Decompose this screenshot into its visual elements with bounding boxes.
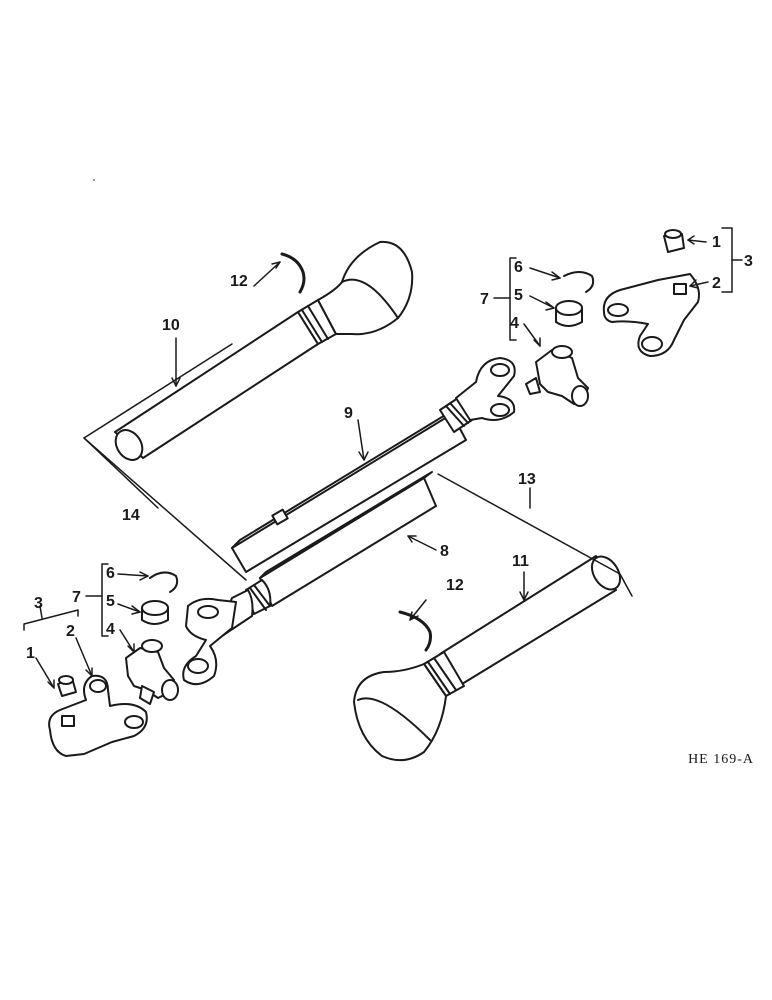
assembly-brackets xyxy=(23,227,743,637)
upper-outer-shaft xyxy=(231,357,516,573)
callout-upper-bearing-cup: 5 xyxy=(514,287,523,304)
lower-inner-shaft xyxy=(182,471,437,686)
lower-bearing-cup xyxy=(141,600,169,625)
lower-snap-ring xyxy=(149,571,179,593)
callout-upper-cross: 4 xyxy=(510,315,519,332)
lower-shield xyxy=(353,555,622,762)
callout-lower-yoke: 2 xyxy=(66,623,75,640)
callout-labels: 1 2 3 6 5 4 7 12 10 9 14 13 8 11 12 6 7 … xyxy=(26,234,753,662)
callout-upper-shaft-assembly: 14 xyxy=(122,507,140,524)
callout-upper-shield: 10 xyxy=(162,317,180,334)
callout-lower-bearing-cup: 5 xyxy=(106,593,115,610)
upper-grease-fitting xyxy=(663,229,685,253)
callout-inner-shaft: 8 xyxy=(440,543,449,560)
upper-cross xyxy=(525,345,589,407)
callout-lower-shaft-assembly: 13 xyxy=(518,471,536,488)
lower-cross xyxy=(125,639,179,705)
upper-shield xyxy=(114,240,414,461)
callout-lower-journal-kit: 7 xyxy=(72,589,81,606)
upper-snap-ring xyxy=(563,271,595,293)
upper-bearing-cup xyxy=(555,300,583,327)
callout-lower-yoke-assembly: 3 xyxy=(34,595,43,612)
callout-lower-grease-fitting: 1 xyxy=(26,645,35,662)
callout-lower-snap-ring: 6 xyxy=(106,565,115,582)
callout-lower-cross: 4 xyxy=(106,621,115,638)
lower-grease-fitting xyxy=(57,675,77,697)
callout-upper-shield-ring: 12 xyxy=(230,273,248,290)
lower-yoke xyxy=(48,674,148,757)
upper-yoke xyxy=(602,273,700,357)
callout-upper-yoke: 2 xyxy=(712,275,721,292)
callout-upper-yoke-assembly: 3 xyxy=(744,253,753,270)
callout-outer-shaft: 9 xyxy=(344,405,353,422)
callout-upper-journal-kit: 7 xyxy=(480,291,489,308)
callout-upper-grease-fitting: 1 xyxy=(712,234,721,251)
callout-lower-shield-ring: 12 xyxy=(446,577,464,594)
callout-lower-shield: 11 xyxy=(512,553,529,570)
upper-shield-ring xyxy=(280,252,306,294)
callout-leaders xyxy=(35,179,709,689)
figure-code: HE 169-A xyxy=(688,752,754,767)
callout-upper-snap-ring: 6 xyxy=(514,259,523,276)
